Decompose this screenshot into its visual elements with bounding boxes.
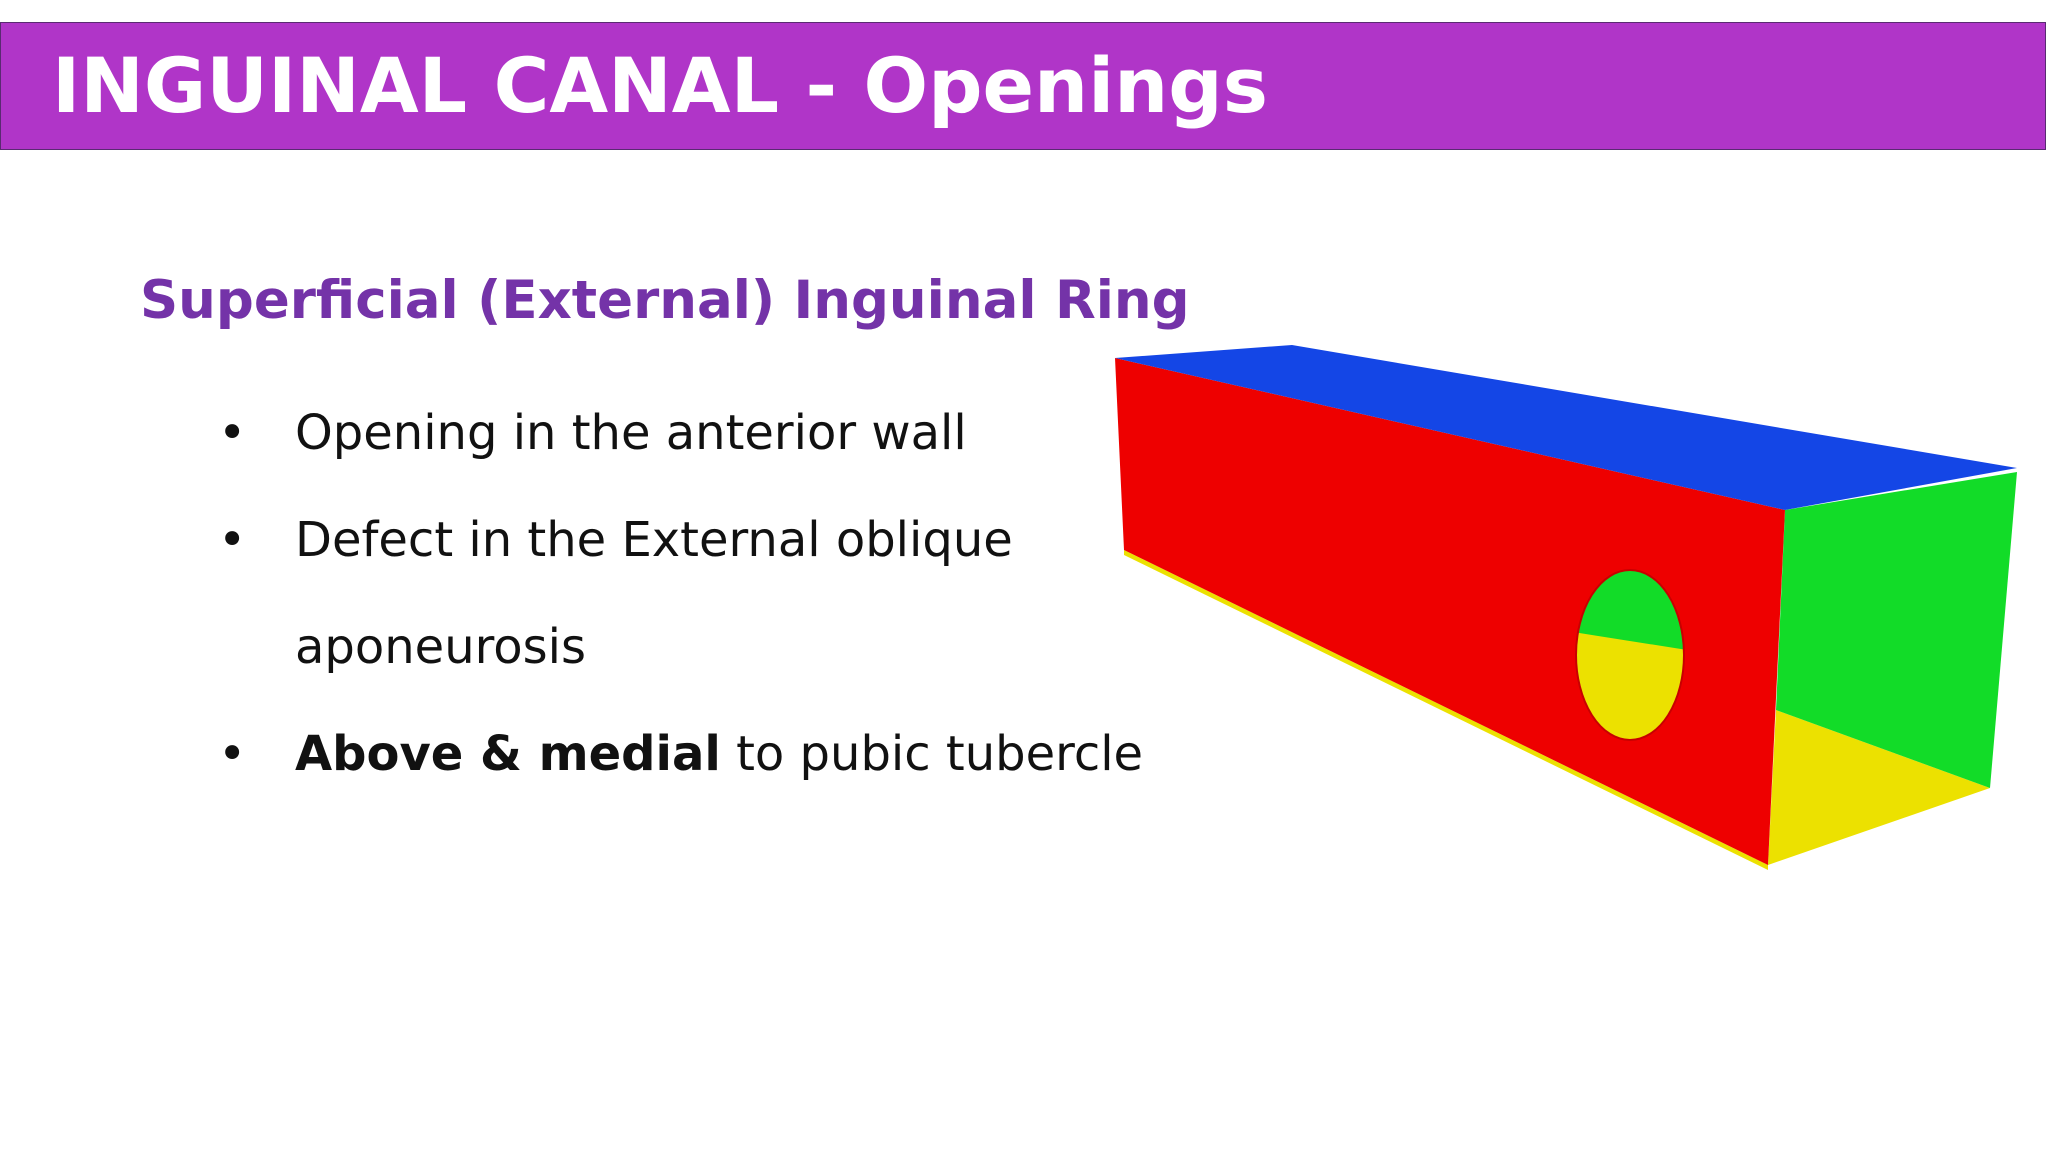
- inguinal-canal-box-illustration: [1115, 345, 2017, 870]
- bullet-dot: •: [218, 726, 247, 782]
- bullet-continuation: aponeurosis: [295, 619, 587, 675]
- bullet-bold-text: Above & medial: [295, 726, 721, 782]
- canal-side-wall: [1776, 472, 2017, 788]
- bullet-item: • Above & medial to pubic tubercle: [210, 701, 1143, 808]
- slide-title: INGUINAL CANAL - Openings: [52, 41, 1268, 130]
- canal-floor-edge: [1124, 550, 1768, 870]
- bullet-text: Opening in the anterior wall: [295, 405, 967, 461]
- bullet-text: to pubic tubercle: [720, 726, 1144, 782]
- bullet-dot: •: [218, 512, 247, 568]
- bullet-list: • Opening in the anterior wall • Defect …: [210, 380, 1143, 808]
- section-heading: Superficial (External) Inguinal Ring: [140, 270, 1190, 331]
- title-bar: [0, 22, 2046, 150]
- canal-floor: [1768, 710, 1990, 865]
- bullet-item: • Opening in the anterior wall: [210, 380, 1143, 487]
- bullet-text: Defect in the External oblique: [295, 512, 1013, 568]
- canal-roof: [1115, 345, 2017, 510]
- bullet-item: • Defect in the External oblique aponeur…: [210, 487, 1143, 701]
- bullet-dot: •: [218, 405, 247, 461]
- superficial-ring-rim: [1575, 569, 1685, 741]
